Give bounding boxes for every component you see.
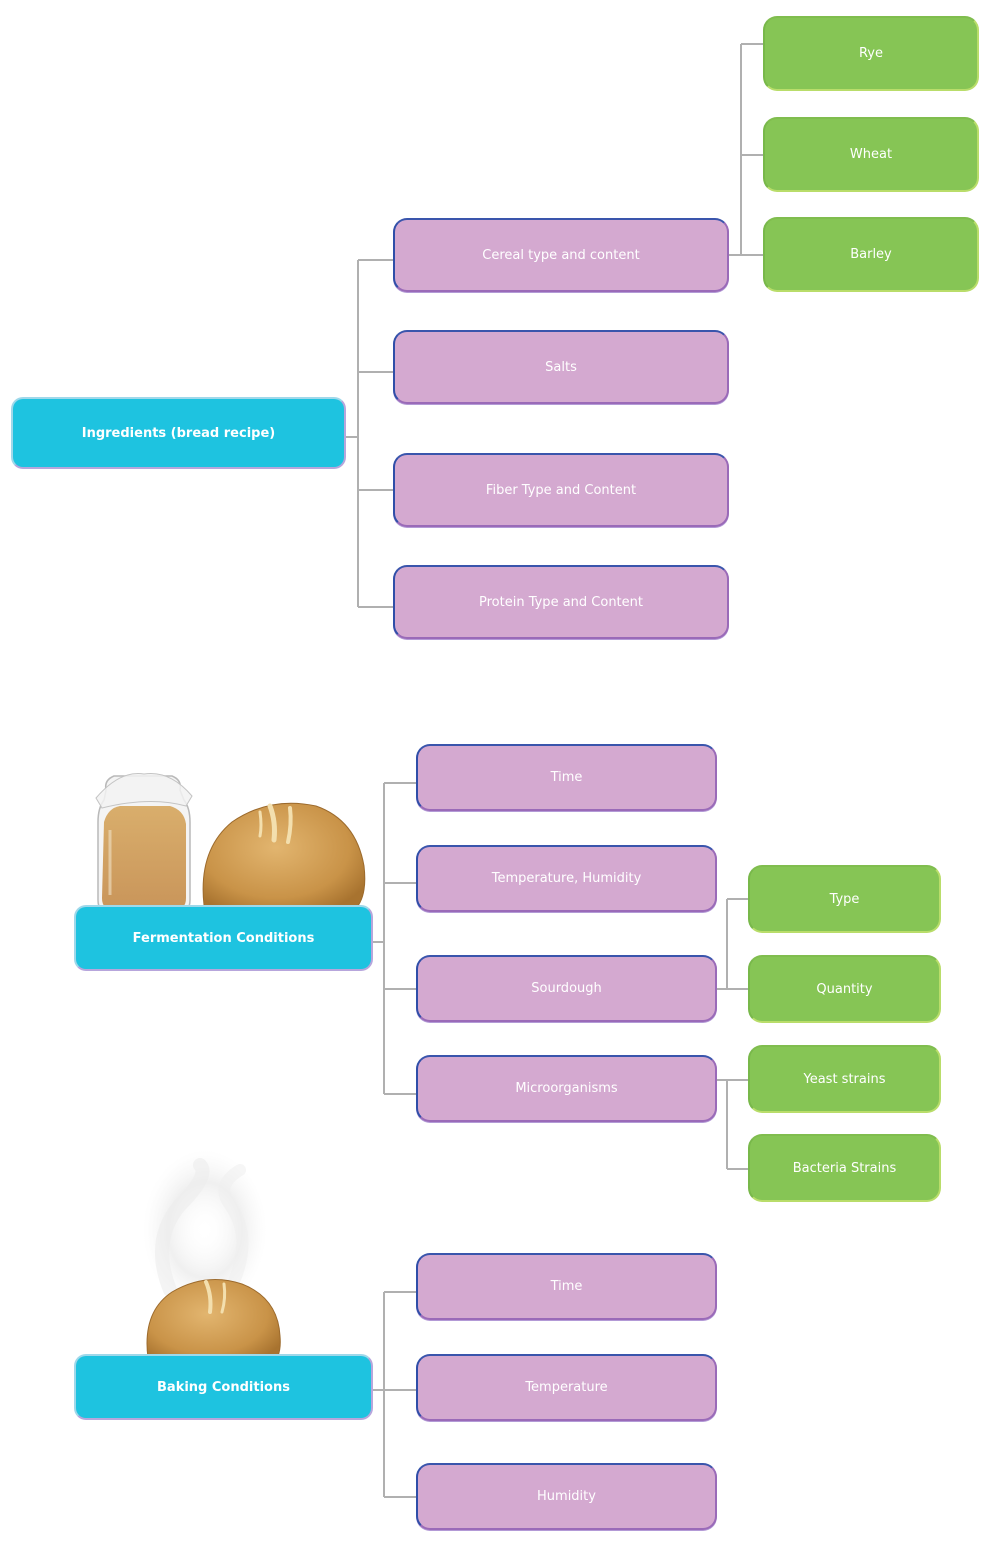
- leaf-quantity[interactable]: Quantity: [748, 955, 941, 1023]
- connector-baking: [372, 1291, 417, 1498]
- connector-sourdough: [716, 898, 749, 990]
- connector-microorganisms: [716, 1079, 749, 1170]
- branch-baking-time[interactable]: Time: [416, 1253, 717, 1320]
- branch-fermentation-time[interactable]: Time: [416, 744, 717, 811]
- branch-salts[interactable]: Salts: [393, 330, 729, 404]
- leaf-barley[interactable]: Barley: [763, 217, 979, 292]
- leaf-rye[interactable]: Rye: [763, 16, 979, 91]
- connector-cereal: [728, 43, 764, 256]
- leaf-yeast-strains[interactable]: Yeast strains: [748, 1045, 941, 1113]
- connector-fermentation: [372, 782, 417, 1095]
- root-ingredients[interactable]: Ingredients (bread recipe): [11, 397, 346, 469]
- branch-cereal-type[interactable]: Cereal type and content: [393, 218, 729, 292]
- branch-fiber[interactable]: Fiber Type and Content: [393, 453, 729, 527]
- branch-baking-temperature[interactable]: Temperature: [416, 1354, 717, 1421]
- branch-protein[interactable]: Protein Type and Content: [393, 565, 729, 639]
- branch-sourdough[interactable]: Sourdough: [416, 955, 717, 1022]
- root-baking[interactable]: Baking Conditions: [74, 1354, 373, 1420]
- connector-ingredients: [345, 259, 394, 608]
- branch-microorganisms[interactable]: Microorganisms: [416, 1055, 717, 1122]
- branch-baking-humidity[interactable]: Humidity: [416, 1463, 717, 1530]
- leaf-type[interactable]: Type: [748, 865, 941, 933]
- root-fermentation[interactable]: Fermentation Conditions: [74, 905, 373, 971]
- branch-temperature-humidity[interactable]: Temperature, Humidity: [416, 845, 717, 912]
- leaf-bacteria-strains[interactable]: Bacteria Strains: [748, 1134, 941, 1202]
- leaf-wheat[interactable]: Wheat: [763, 117, 979, 192]
